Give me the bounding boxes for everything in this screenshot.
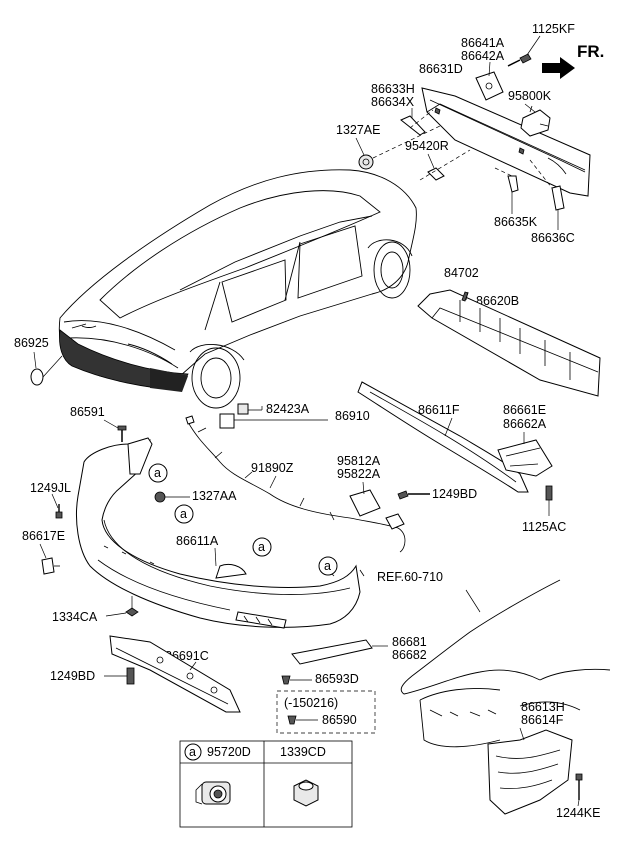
- reflector-86681: [291, 639, 388, 665]
- label-95812A: 95812A: [337, 454, 381, 468]
- lamp-86661E: [497, 432, 553, 477]
- label-84702: 84702: [444, 266, 479, 280]
- label-95822A: 95822A: [337, 467, 381, 481]
- label-86614F: 86614F: [521, 713, 564, 727]
- brackets-86635K-86636C: [507, 175, 565, 230]
- label-86611A: 86611A: [176, 534, 219, 548]
- clip-1334CA: [105, 596, 139, 617]
- bolt-1125AC: [545, 485, 553, 516]
- front-direction-arrow: FR.: [542, 42, 604, 79]
- label-1125AC: 1125AC: [522, 520, 566, 534]
- direction-label: FR.: [577, 42, 604, 61]
- bolt-1125KF: [507, 35, 541, 67]
- nut-1339CD: [293, 779, 319, 807]
- energy-absorber-86620B: [417, 289, 601, 397]
- bumper-cover-86611A: [76, 439, 365, 629]
- label-1327AA: 1327AA: [192, 489, 237, 503]
- bolt-1244KE: [575, 773, 583, 807]
- sensor-95720D: [195, 781, 231, 805]
- label-86636C: 86636C: [531, 231, 575, 245]
- label-86681: 86681: [392, 635, 427, 649]
- label-1125KF: 1125KF: [532, 22, 575, 36]
- label-150216: (-150216): [284, 696, 338, 710]
- callouts-a: a a a a: [148, 463, 338, 576]
- label-1249BD-upper: 1249BD: [432, 487, 477, 501]
- label-86617E: 86617E: [22, 529, 65, 543]
- label-1334CA: 1334CA: [52, 610, 98, 624]
- labels-top: 1125KF 86641A 86642A 86631D 86633H 86634…: [14, 22, 575, 350]
- label-86635K: 86635K: [494, 215, 538, 229]
- label-1249BD-lower: 1249BD: [50, 669, 95, 683]
- module-95812A: [349, 481, 381, 517]
- wiring-harness-91890Z: [185, 415, 406, 553]
- bumper-beam-86631D: [421, 87, 591, 197]
- label-1244KE: 1244KE: [556, 806, 600, 820]
- garnish-86611F: [357, 381, 529, 493]
- legend-part-1: 95720D: [207, 745, 251, 759]
- label-86611F: 86611F: [418, 403, 460, 417]
- label-95420R: 95420R: [405, 139, 449, 153]
- car-illustration: [58, 169, 417, 409]
- label-86910: 86910: [335, 409, 370, 423]
- label-86642A: 86642A: [461, 49, 505, 63]
- guard-86613H: [487, 727, 573, 815]
- label-82423A: 82423A: [266, 402, 310, 416]
- nut-1327AA: [154, 491, 190, 503]
- label-86661E: 86661E: [503, 403, 546, 417]
- callout-a-1: a: [154, 466, 161, 480]
- labels-lower: REF.60-710 1334CA 86681 86682 86691C 124…: [50, 570, 600, 820]
- bolt-1249BD-lower: [104, 667, 135, 685]
- legend-letter: a: [189, 745, 196, 759]
- label-86620B: 86620B: [476, 294, 519, 308]
- plug-86925: [30, 351, 63, 386]
- label-91890Z: 91890Z: [251, 461, 294, 475]
- label-86925: 86925: [14, 336, 49, 350]
- label-86641A: 86641A: [461, 36, 505, 50]
- label-86633H: 86633H: [371, 82, 415, 96]
- label-86590: 86590: [322, 713, 357, 727]
- label-86631D: 86631D: [419, 62, 463, 76]
- sensor-95800K: [520, 103, 551, 137]
- connector-82423A: [219, 403, 328, 429]
- legend-part-2: 1339CD: [280, 745, 326, 759]
- label-86591: 86591: [70, 405, 105, 419]
- legend-table: a 95720D 1339CD: [179, 740, 353, 828]
- undercover-86691C: [109, 635, 241, 713]
- fastener-86593D: [281, 675, 312, 685]
- callout-a-4: a: [324, 559, 331, 573]
- label-86662A: 86662A: [503, 417, 547, 431]
- bolt-1249JL: [51, 493, 63, 519]
- label-86682: 86682: [392, 648, 427, 662]
- dashed-box-86590: [276, 690, 376, 734]
- labels-middle: 86591 82423A 86910 86611F 86661E 86662A …: [22, 402, 566, 548]
- label-95800K: 95800K: [508, 89, 552, 103]
- bracket-86641A: [475, 61, 504, 101]
- label-1249JL: 1249JL: [30, 481, 71, 495]
- bracket-86633H: [400, 108, 426, 136]
- bracket-86591: [103, 419, 153, 475]
- ref-label: REF.60-710: [377, 570, 443, 584]
- label-1327AE: 1327AE: [336, 123, 380, 137]
- beam-dash-lines: [372, 109, 553, 189]
- callout-a-3: a: [258, 540, 265, 554]
- callout-a-2: a: [180, 507, 187, 521]
- label-86593D: 86593D: [315, 672, 359, 686]
- bracket-86617E: [39, 543, 60, 575]
- clip-95420R: [427, 153, 445, 181]
- nut-1327AE: [355, 137, 374, 170]
- fender-reference: [400, 579, 611, 748]
- label-86634X: 86634X: [371, 95, 415, 109]
- bolt-1249BD-upper: [397, 490, 430, 500]
